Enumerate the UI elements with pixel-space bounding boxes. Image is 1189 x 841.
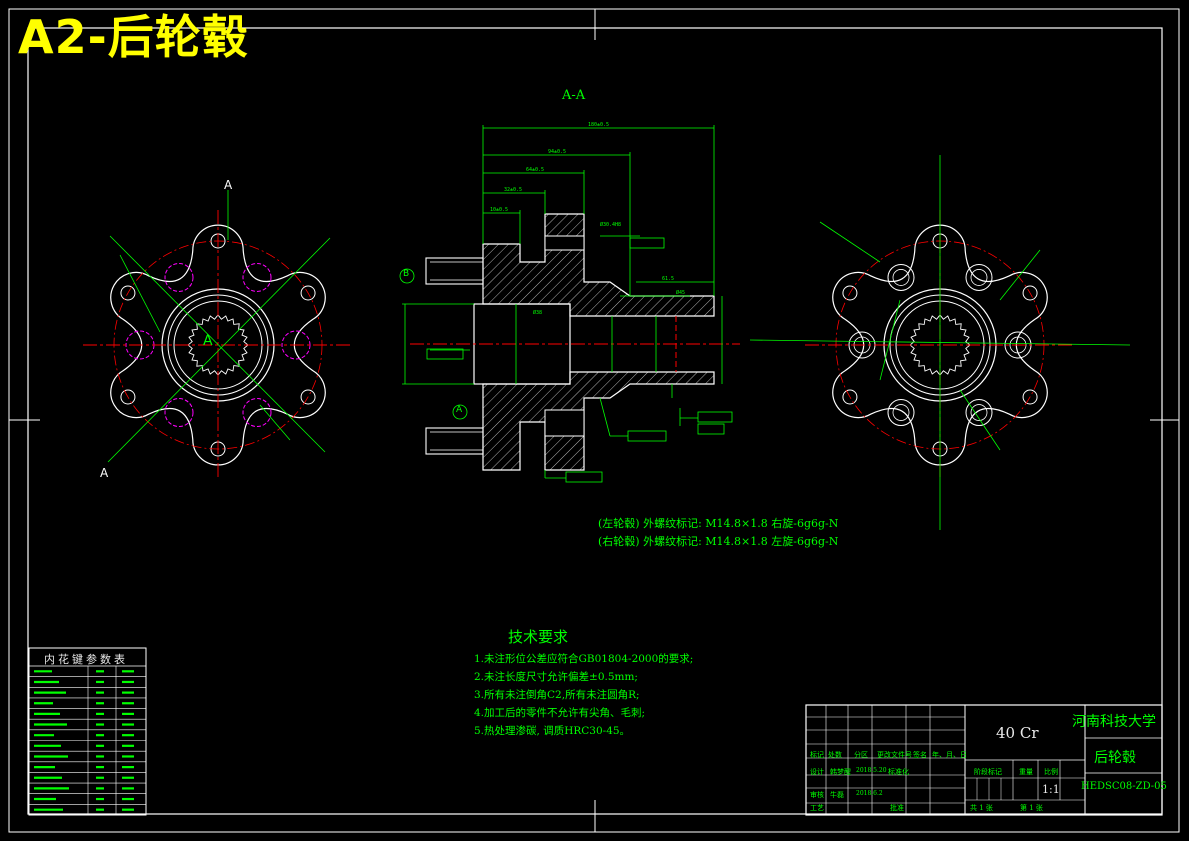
right-end-view bbox=[749, 155, 1131, 530]
leader-line bbox=[109, 235, 326, 453]
param-table-frame bbox=[28, 647, 147, 816]
leader-line bbox=[879, 299, 901, 381]
tb-zone: 分区 bbox=[854, 751, 868, 759]
bolt-hole bbox=[965, 399, 993, 427]
lobe-hole bbox=[842, 285, 858, 301]
tb-approve: 批准 bbox=[890, 804, 904, 812]
datum-marker-b: B bbox=[403, 269, 410, 279]
title-block-frame bbox=[805, 704, 1163, 816]
svg-text:32±0.5: 32±0.5 bbox=[504, 187, 522, 193]
tb-mark: 标记 bbox=[810, 751, 824, 759]
section-view-a-a: 180±0.5 94±0.5 64±0.5 32±0.5 10±0.5 61.5… bbox=[399, 122, 740, 483]
tb-review: 审核 bbox=[810, 791, 824, 799]
bolt-hole-inner bbox=[892, 269, 910, 286]
lobe-hole bbox=[842, 389, 858, 405]
bolt-hole bbox=[965, 263, 993, 291]
leader-line bbox=[999, 249, 1041, 301]
scale-label: 比例 bbox=[1044, 768, 1058, 776]
svg-text:180±0.5: 180±0.5 bbox=[588, 122, 609, 128]
part-name: 后轮毂 bbox=[1094, 750, 1136, 766]
lobe-hole bbox=[300, 285, 316, 301]
scale-value: 1:1 bbox=[1042, 783, 1060, 796]
svg-text:Ø30.4H8: Ø30.4H8 bbox=[600, 221, 621, 228]
tb-reviewer: 牛磊 bbox=[830, 791, 844, 799]
bolt-hole bbox=[164, 398, 194, 428]
bolt-hole bbox=[242, 262, 272, 292]
tb-count: 处数 bbox=[828, 751, 842, 759]
stage-mark-label: 阶段标记 bbox=[974, 768, 1002, 776]
weight-label: 重量 bbox=[1019, 768, 1033, 776]
tb-design-date: 2018.5.20 bbox=[856, 767, 887, 774]
leader-line bbox=[959, 389, 1001, 451]
tb-designer: 韩梦醒 bbox=[830, 768, 851, 776]
leader-line bbox=[819, 221, 881, 263]
tech-item: 2.未注长度尺寸允许偏差±0.5mm; bbox=[474, 671, 638, 683]
university-name: 河南科技大学 bbox=[1072, 714, 1156, 730]
bolt-hole-inner bbox=[892, 404, 910, 421]
lobe-hole bbox=[120, 389, 136, 405]
section-label: A-A bbox=[562, 88, 586, 103]
tb-review-date: 2018.6.2 bbox=[856, 790, 883, 797]
tech-requirements-title: 技术要求 bbox=[508, 628, 569, 646]
svg-text:64±0.5: 64±0.5 bbox=[526, 167, 544, 173]
bolt-hole bbox=[887, 399, 915, 427]
flange-outline bbox=[110, 224, 326, 466]
svg-text:10±0.5: 10±0.5 bbox=[490, 207, 508, 213]
sheet-total: 共 1 张 bbox=[970, 804, 993, 812]
leader-line bbox=[259, 404, 291, 441]
leader-line bbox=[119, 254, 161, 333]
thread-note-right: (右轮毂) 外螺纹标记: M14.8×1.8 左旋-6g6g-N bbox=[598, 535, 839, 548]
material: 40 Cr bbox=[996, 724, 1039, 742]
tb-date: 年、月、日 bbox=[932, 751, 967, 759]
thread-note-left: (左轮毂) 外螺纹标记: M14.8×1.8 右旋-6g6g-N bbox=[598, 517, 839, 530]
svg-text:Ø38: Ø38 bbox=[533, 309, 542, 316]
param-table-title: 内花键参数表 bbox=[44, 653, 128, 666]
leader-line bbox=[107, 237, 331, 463]
tb-change-doc: 更改文件号 bbox=[877, 751, 912, 759]
lobe-hole bbox=[300, 389, 316, 405]
lobe-hole bbox=[120, 285, 136, 301]
svg-text:61.5: 61.5 bbox=[662, 276, 674, 282]
tech-item: 3.所有未注倒角C2,所有未注圆角R; bbox=[474, 689, 640, 701]
bolt-hole-inner bbox=[970, 269, 988, 286]
lobe-hole bbox=[1022, 285, 1038, 301]
left-end-view bbox=[83, 190, 353, 480]
datum-marker-a: A bbox=[456, 405, 463, 415]
tb-process: 工艺 bbox=[810, 804, 824, 812]
tb-signature: 签名 bbox=[913, 751, 927, 759]
flange-outline bbox=[832, 224, 1048, 466]
bolt-hole bbox=[164, 262, 194, 292]
lobe-hole bbox=[1022, 389, 1038, 405]
bolt-hole bbox=[242, 398, 272, 428]
tech-item: 5.热处理渗碳, 调质HRC30-45。 bbox=[474, 725, 631, 737]
view-marker-a-center: A bbox=[203, 333, 213, 349]
leader-line bbox=[749, 339, 1131, 346]
tb-design: 设计 bbox=[810, 768, 824, 776]
svg-text:Ø45: Ø45 bbox=[676, 289, 685, 296]
tb-standardize: 标准化 bbox=[888, 768, 909, 776]
view-marker-a-top: A bbox=[224, 178, 233, 192]
drawing-number: HEDSC08-ZD-05 bbox=[1081, 781, 1167, 792]
bolt-hole-inner bbox=[970, 404, 988, 421]
sheet-index: 第 1 张 bbox=[1020, 804, 1043, 812]
tech-item: 4.加工后的零件不允许有尖角、毛刺; bbox=[474, 707, 646, 719]
tech-item: 1.未注形位公差应符合GB01804-2000的要求; bbox=[474, 653, 694, 665]
sheet-title: A2-后轮毂 bbox=[18, 10, 249, 64]
bolt-hole bbox=[887, 263, 915, 291]
svg-text:94±0.5: 94±0.5 bbox=[548, 149, 566, 155]
view-marker-a-bottom: A bbox=[100, 466, 109, 480]
